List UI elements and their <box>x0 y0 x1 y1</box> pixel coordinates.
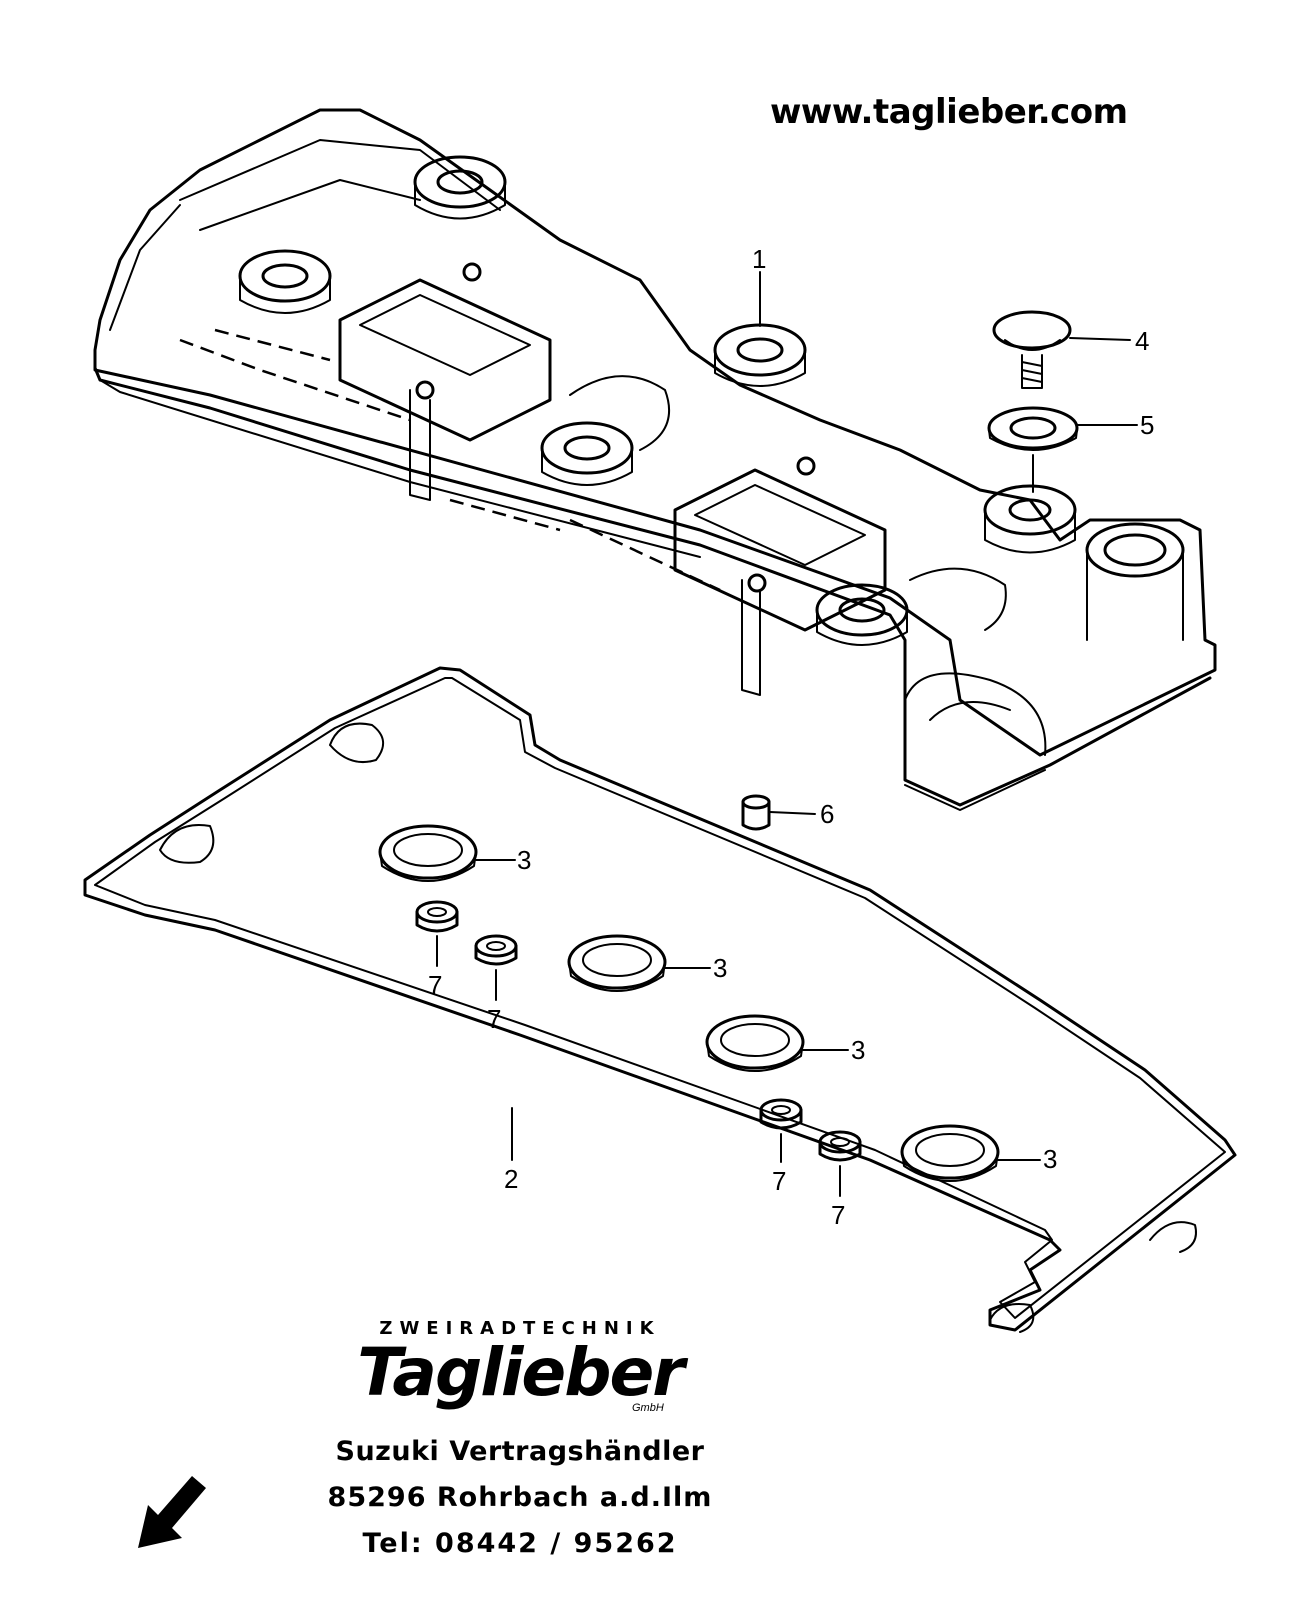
callout-3a: 3 <box>517 845 531 875</box>
callout-2: 2 <box>504 1164 518 1194</box>
grommet-2 <box>474 934 518 1001</box>
callout-3d: 3 <box>1043 1144 1057 1174</box>
dealer-address: 85296 Rohrbach a.d.Ilm <box>327 1482 713 1513</box>
arrow-down-left-icon <box>138 1476 206 1548</box>
plug-boss-5 <box>815 583 909 646</box>
callout-3b: 3 <box>713 953 727 983</box>
cover-bolt <box>992 310 1072 389</box>
callout-4: 4 <box>1135 326 1149 356</box>
callout-5: 5 <box>1140 410 1154 440</box>
callout-6: 6 <box>820 799 834 829</box>
callout-7a: 7 <box>428 970 442 1000</box>
dowel-pin <box>741 794 771 831</box>
dealer-line-1: Suzuki Vertragshändler <box>335 1436 705 1467</box>
cover-opening-rear <box>338 262 552 501</box>
head-cover-gasket <box>83 666 1237 1333</box>
plug-seal-2 <box>567 934 711 992</box>
cam-dome-1 <box>569 375 670 451</box>
callout-7d: 7 <box>831 1200 845 1230</box>
dealer-phone: Tel: 08442 / 95262 <box>362 1528 678 1559</box>
plug-boss-4 <box>713 323 807 387</box>
plug-seal-3 <box>705 1014 849 1072</box>
website-url: www.taglieber.com <box>770 92 1128 132</box>
callout-3c: 3 <box>851 1035 865 1065</box>
grommet-3 <box>759 1098 803 1163</box>
plug-boss-1 <box>413 155 507 220</box>
plug-boss-2 <box>238 249 332 314</box>
cam-dome-2 <box>909 567 1007 631</box>
breather-boss <box>1085 522 1185 641</box>
plug-seal-1 <box>378 824 516 882</box>
plug-boss-3 <box>540 421 634 486</box>
logo-tagline: ZWEIRADTECHNIK <box>379 1318 661 1339</box>
callout-1: 1 <box>752 244 766 274</box>
leader-lines <box>759 271 1138 815</box>
cover-opening-front <box>673 456 887 696</box>
cylinder-head-cover <box>93 108 1217 811</box>
seal-washer <box>987 406 1079 493</box>
grommet-4 <box>818 1130 862 1197</box>
logo-brand: Taglieber <box>357 1334 685 1411</box>
callout-7c: 7 <box>772 1166 786 1196</box>
callout-7b: 7 <box>487 1004 501 1034</box>
grommet-1 <box>415 900 459 967</box>
plug-seal-4 <box>900 1124 1041 1182</box>
oil-filler-boss <box>983 484 1077 554</box>
logo-suffix: GmbH <box>632 1402 664 1414</box>
